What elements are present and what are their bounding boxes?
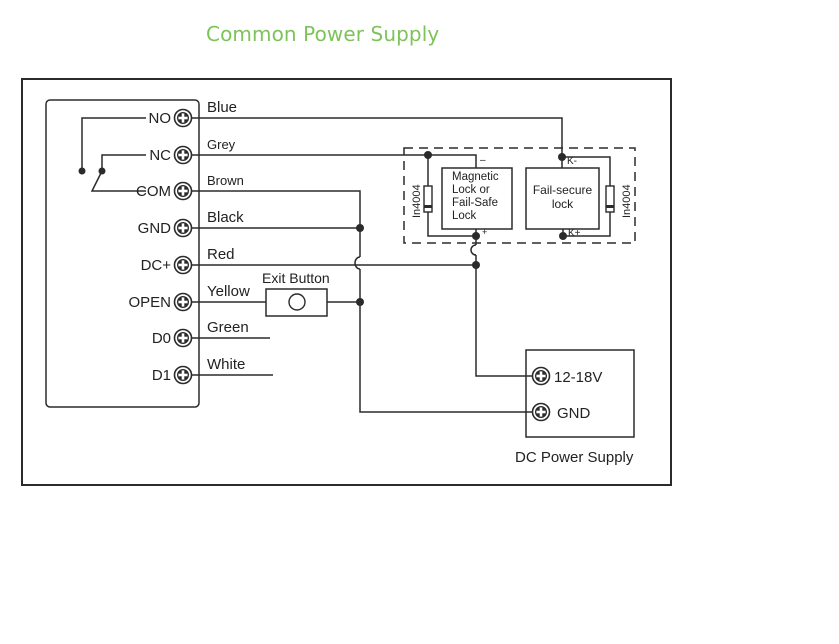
wire-label-yellow: Yellow xyxy=(207,283,250,300)
magnetic-lock-label-1: Magnetic xyxy=(452,171,499,183)
diode-left-band xyxy=(424,205,432,208)
psu-screw-terminal-icon xyxy=(531,402,551,422)
fail-secure-label-2: lock xyxy=(552,197,574,211)
exit-button xyxy=(265,288,328,317)
power-supply-label: DC Power Supply xyxy=(515,449,634,466)
screw-terminal-icon xyxy=(173,145,193,165)
outer-frame xyxy=(21,78,672,486)
fail-secure-lock xyxy=(525,167,600,230)
magnetic-lock-label-3: Fail-Safe xyxy=(452,197,498,209)
wire-brown xyxy=(192,190,361,257)
diode-right-label: In4004 xyxy=(621,184,633,218)
fail-secure-label-1: Fail-secure xyxy=(533,183,593,197)
power-supply-box xyxy=(525,349,635,438)
screw-terminal-icon xyxy=(173,292,193,312)
junctions xyxy=(356,151,567,306)
wire-label-black: Black xyxy=(207,209,244,226)
screw-terminal-icon xyxy=(173,328,193,348)
psu-terminal-12-18v: 12-18V xyxy=(554,369,602,386)
terminal-label-d1: D1 xyxy=(152,367,171,384)
diagram-title: Common Power Supply xyxy=(206,22,440,46)
screw-terminal-icon xyxy=(173,108,193,128)
diode-left-label: In4004 xyxy=(411,184,423,218)
terminal-label-open: OPEN xyxy=(128,294,171,311)
magnetic-lock-label-2: Lock or xyxy=(452,184,490,196)
wire-label-brown: Brown xyxy=(207,173,244,188)
magnetic-lock-pos: + xyxy=(482,227,487,237)
magnetic-lock-label-4: Lock xyxy=(452,210,477,222)
wire-label-green: Green xyxy=(207,319,249,336)
relay-contacts xyxy=(81,117,146,192)
diode-left xyxy=(423,185,433,213)
terminal-label-d0: D0 xyxy=(152,330,171,347)
fail-secure-pos: K+ xyxy=(568,228,581,239)
wire-label-white: White xyxy=(207,356,245,373)
fail-secure-neg: K- xyxy=(567,156,577,167)
screw-terminal-icon xyxy=(173,255,193,275)
terminal-label-com: COM xyxy=(136,183,171,200)
psu-screw-terminal-icon xyxy=(531,366,551,386)
exit-button-circle xyxy=(288,293,306,311)
terminal-label-dc: DC+ xyxy=(141,257,172,274)
terminal-label-nc: NC xyxy=(149,147,171,164)
screw-terminal-icon xyxy=(173,218,193,238)
diode-right xyxy=(605,185,615,213)
wire-label-red: Red xyxy=(207,246,235,263)
psu-terminal-gnd: GND xyxy=(557,405,591,422)
wires xyxy=(192,117,563,413)
terminal-label-no: NO xyxy=(149,110,172,127)
exit-button-label: Exit Button xyxy=(262,270,330,286)
magnetic-lock-neg: – xyxy=(480,155,486,166)
wire-label-grey: Grey xyxy=(207,137,236,152)
screw-terminal-icon xyxy=(173,181,193,201)
screw-terminal-icon xyxy=(173,365,193,385)
relay-no-contact xyxy=(78,167,86,175)
relay-nc-contact xyxy=(98,167,106,175)
controller-box xyxy=(45,99,200,408)
terminal-label-gnd: GND xyxy=(138,220,172,237)
magnetic-lock xyxy=(441,167,513,230)
wire-blue xyxy=(192,117,563,157)
diode-right-band xyxy=(606,205,614,208)
lock-area xyxy=(403,147,636,244)
wire-label-blue: Blue xyxy=(207,99,237,116)
magnetic-lock-circuit xyxy=(427,154,477,237)
